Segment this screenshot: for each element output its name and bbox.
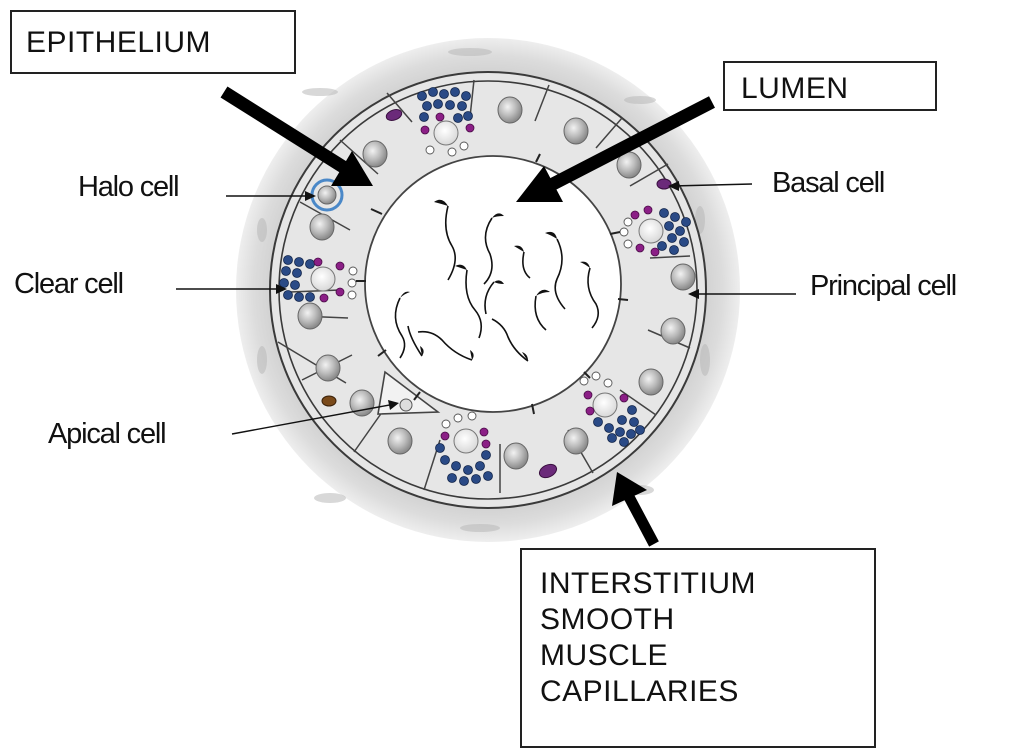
principal-cell-label: Principal cell [810,270,956,303]
interstitium-label-line: MUSCLE [540,638,668,674]
interstitium-label-line: INTERSTITIUM [540,566,756,602]
lumen-label-box: LUMEN [723,61,937,111]
halo-cell-label: Halo cell [78,171,178,204]
lumen-label: LUMEN [741,72,849,106]
basal-cell-label: Basal cell [772,167,884,200]
epithelium-label: EPITHELIUM [26,26,211,60]
interstitium-label-box: INTERSTITIUM SMOOTH MUSCLE CAPILLARIES [520,548,876,748]
epithelium-label-box: EPITHELIUM [10,10,296,74]
basal-cell-nucleus [657,179,671,189]
apical-cell-label: Apical cell [48,418,165,451]
clear-cell-label: Clear cell [14,268,123,301]
basal-cell-nucleus-lower-left [322,396,336,406]
interstitium-label-line: SMOOTH [540,602,675,638]
interstitium-label-line: CAPILLARIES [540,674,739,710]
